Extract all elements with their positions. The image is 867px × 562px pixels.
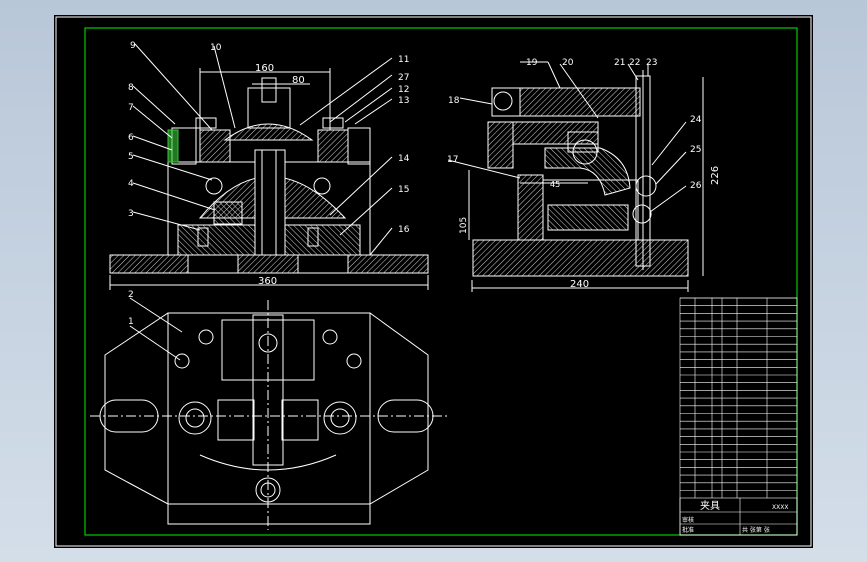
sheet-border: [55, 16, 812, 547]
part-label-8: 8: [128, 83, 134, 93]
top-view: [90, 297, 448, 530]
title-text: 夹具: [700, 499, 720, 512]
inner-frame: [84, 27, 798, 536]
dim-slot: 45: [550, 180, 560, 189]
side-view: [447, 61, 704, 292]
dim-top-width: 160: [255, 63, 274, 74]
part-label-21: 21: [614, 58, 625, 68]
part-label-7: 7: [128, 103, 134, 113]
part-label-5: 5: [128, 152, 134, 162]
parts-list: [679, 297, 798, 536]
part-label-19: 19: [526, 58, 538, 68]
part-label-27: 27: [398, 73, 409, 83]
part-label-3: 3: [128, 209, 134, 219]
dim-base-width: 360: [258, 276, 277, 287]
part-label-22: 22: [629, 58, 640, 68]
dim-side-base: 240: [570, 279, 589, 290]
part-label-14: 14: [398, 154, 410, 164]
dim-side-height: 226: [710, 166, 721, 185]
part-label-26: 26: [690, 181, 702, 191]
part-label-1: 1: [128, 317, 134, 327]
part-label-4: 4: [128, 179, 134, 189]
part-label-13: 13: [398, 96, 409, 106]
part-label-17: 17: [447, 155, 458, 165]
fixture-drawing: 1234567891011121314151627171819202122232…: [55, 16, 812, 547]
part-label-9: 9: [130, 41, 136, 51]
part-label-12: 12: [398, 85, 409, 95]
front-view: [109, 43, 429, 290]
part-label-2: 2: [128, 290, 134, 300]
selected-part: [167, 129, 179, 163]
sheet-count: 共 张第 张: [742, 526, 770, 534]
part-label-20: 20: [562, 58, 574, 68]
part-label-15: 15: [398, 185, 409, 195]
part-label-23: 23: [646, 58, 657, 68]
part-label-11: 11: [398, 55, 409, 65]
ref-code: XXXX: [772, 504, 788, 511]
part-label-16: 16: [398, 225, 410, 235]
part-label-25: 25: [690, 145, 701, 155]
dim-left-height: 105: [459, 217, 469, 234]
part-label-24: 24: [690, 115, 702, 125]
part-label-6: 6: [128, 133, 134, 143]
approve-b: 批准: [682, 526, 694, 534]
part-label-10: 10: [210, 43, 222, 53]
part-label-18: 18: [448, 96, 460, 106]
dim-mid-width: 80: [292, 75, 305, 86]
approve-a: 审核: [682, 516, 694, 524]
